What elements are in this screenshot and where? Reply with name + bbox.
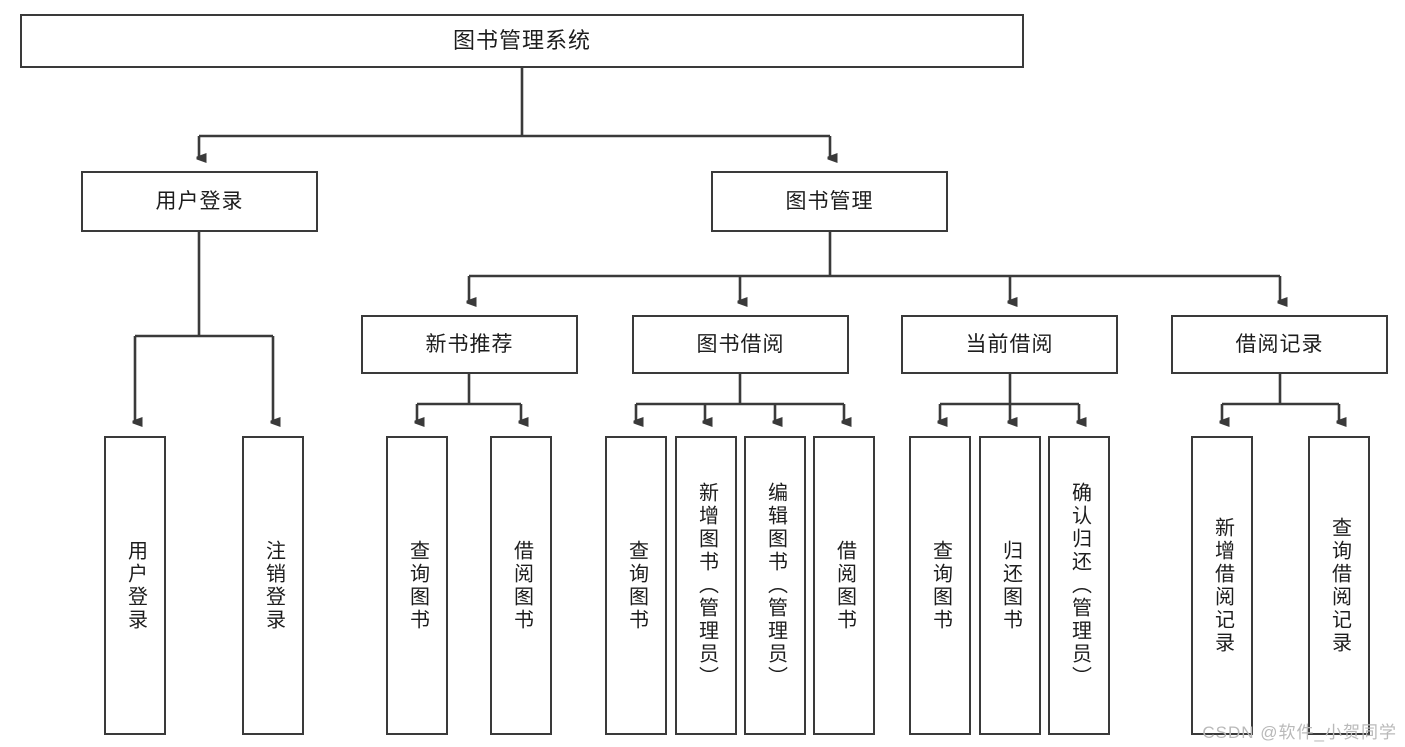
node-current-borrow[interactable]: 当前借阅 <box>901 315 1118 374</box>
node-label: 借阅图书 <box>833 539 856 632</box>
node-label: 查询图书 <box>625 539 648 632</box>
node-book-management[interactable]: 图书管理 <box>711 171 948 232</box>
node-leaf-confirm-return[interactable]: 确认归还（管理员） <box>1048 436 1110 735</box>
node-label: 借阅记录 <box>1235 332 1324 356</box>
node-leaf-borrow-book-2[interactable]: 借阅图书 <box>813 436 875 735</box>
node-leaf-edit-book[interactable]: 编辑图书（管理员） <box>744 436 806 735</box>
node-leaf-query-borrow-record[interactable]: 查询借阅记录 <box>1308 436 1370 735</box>
node-new-book-recommend[interactable]: 新书推荐 <box>361 315 578 374</box>
node-leaf-logout-login[interactable]: 注销登录 <box>242 436 304 735</box>
node-label: 编辑图书（管理员） <box>764 482 787 689</box>
node-label: 查询图书 <box>406 539 429 632</box>
node-leaf-user-login[interactable]: 用户登录 <box>104 436 166 735</box>
node-leaf-add-borrow-record[interactable]: 新增借阅记录 <box>1191 436 1253 735</box>
node-label: 新增借阅记录 <box>1211 516 1234 655</box>
node-label: 注销登录 <box>262 539 285 632</box>
node-label: 新增图书（管理员） <box>695 482 718 689</box>
node-user-login[interactable]: 用户登录 <box>81 171 318 232</box>
node-label: 图书管理 <box>785 189 874 213</box>
node-leaf-query-book-1[interactable]: 查询图书 <box>386 436 448 735</box>
node-label: 用户登录 <box>124 539 147 632</box>
node-label: 图书管理系统 <box>452 27 591 53</box>
node-label: 查询图书 <box>929 539 952 632</box>
node-borrow-record[interactable]: 借阅记录 <box>1171 315 1388 374</box>
node-label: 新书推荐 <box>425 332 514 356</box>
node-book-borrow[interactable]: 图书借阅 <box>632 315 849 374</box>
node-label: 确认归还（管理员） <box>1068 482 1091 689</box>
node-leaf-add-book[interactable]: 新增图书（管理员） <box>675 436 737 735</box>
node-leaf-query-book-2[interactable]: 查询图书 <box>605 436 667 735</box>
node-label: 图书借阅 <box>696 332 785 356</box>
node-root-book-management-system[interactable]: 图书管理系统 <box>20 14 1024 68</box>
node-label: 用户登录 <box>155 189 244 213</box>
node-label: 查询借阅记录 <box>1328 516 1351 655</box>
node-label: 归还图书 <box>999 539 1022 632</box>
node-leaf-query-book-3[interactable]: 查询图书 <box>909 436 971 735</box>
node-leaf-borrow-book-1[interactable]: 借阅图书 <box>490 436 552 735</box>
node-leaf-return-book[interactable]: 归还图书 <box>979 436 1041 735</box>
node-label: 当前借阅 <box>965 332 1054 356</box>
node-label: 借阅图书 <box>510 539 533 632</box>
